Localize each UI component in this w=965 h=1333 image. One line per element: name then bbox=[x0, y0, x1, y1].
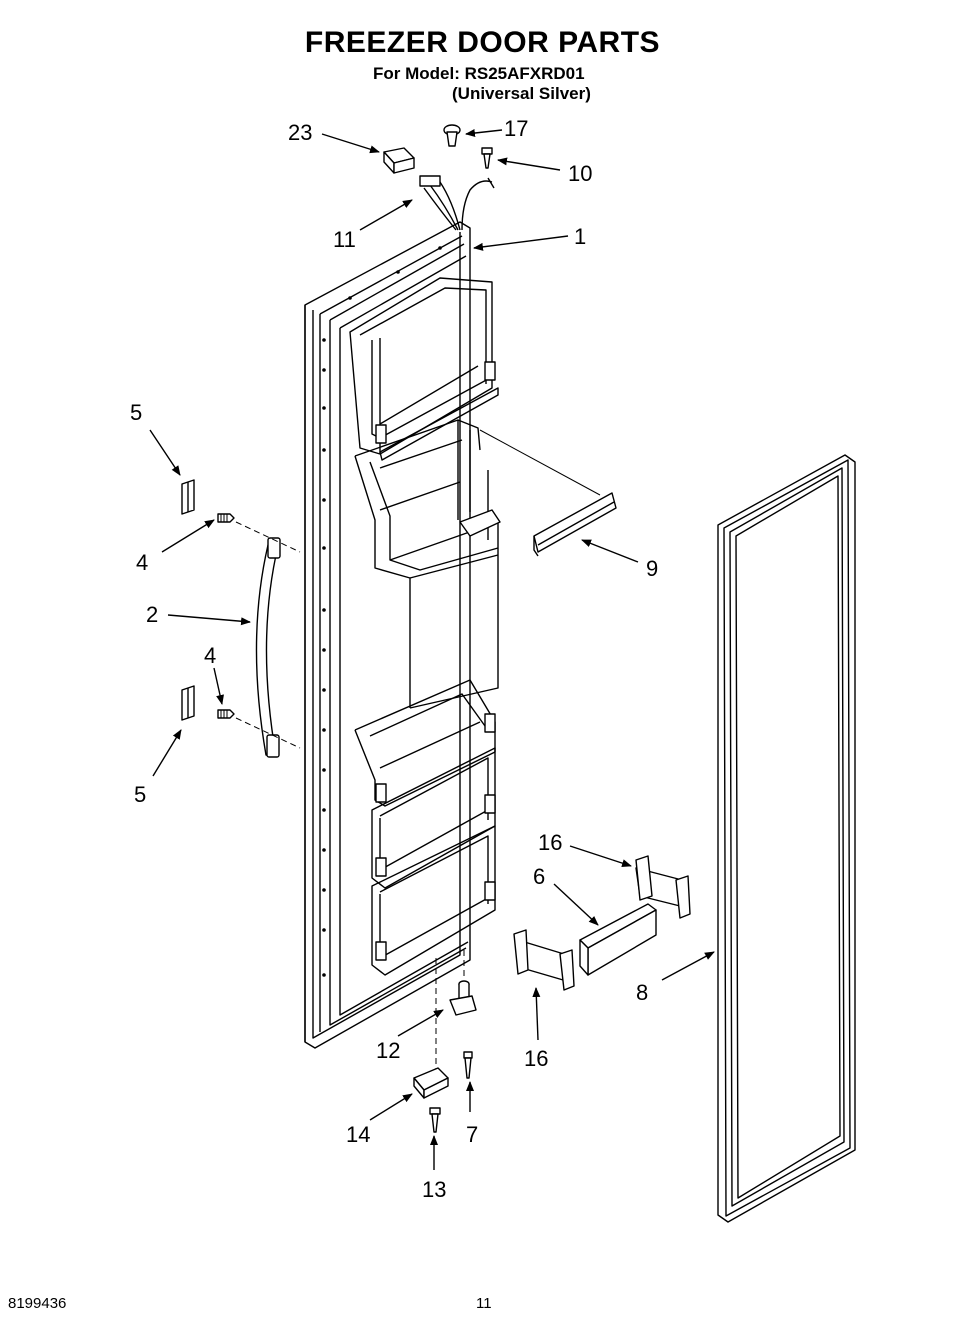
door-gasket bbox=[717, 454, 856, 1223]
dispenser-trim-9 bbox=[479, 429, 617, 557]
hinge-screw-7 bbox=[463, 1051, 473, 1079]
callout-8: 8 bbox=[636, 980, 648, 1005]
door-edge-screws bbox=[322, 246, 442, 977]
hinge-bracket-14 bbox=[413, 1067, 449, 1099]
color-line: (Universal Silver) bbox=[452, 84, 591, 103]
door-handle bbox=[235, 521, 301, 758]
document-number: 8199436 bbox=[8, 1295, 67, 1312]
callout-16-upper: 16 bbox=[538, 830, 562, 855]
callout-12: 12 bbox=[376, 1038, 400, 1063]
callout-7: 7 bbox=[466, 1122, 478, 1147]
page-number: 11 bbox=[476, 1295, 492, 1312]
screw-10 bbox=[481, 147, 493, 169]
dispenser-housing bbox=[354, 419, 501, 709]
callout-6: 6 bbox=[533, 864, 545, 889]
callout-5-lower: 5 bbox=[134, 782, 146, 807]
callout-16-lower: 16 bbox=[524, 1046, 548, 1071]
connector-23 bbox=[383, 147, 415, 174]
door-panel bbox=[304, 221, 501, 1049]
handle-trim-caps bbox=[181, 479, 195, 721]
callout-2: 2 bbox=[146, 602, 158, 627]
light-bulb-17 bbox=[443, 124, 461, 147]
bin-retainer-16-lower bbox=[513, 929, 575, 991]
callout-9: 9 bbox=[646, 556, 658, 581]
callout-14: 14 bbox=[346, 1122, 370, 1147]
callout-11: 11 bbox=[333, 227, 356, 252]
callout-labels: 23 17 10 11 1 5 4 2 4 5 9 16 6 8 16 12 1… bbox=[130, 116, 658, 1202]
hinge-screw-13 bbox=[429, 1107, 441, 1133]
upper-door-bin bbox=[349, 277, 499, 461]
leader-arrows bbox=[149, 129, 715, 1170]
bin-retainer-16-upper bbox=[635, 855, 691, 919]
handle-screws bbox=[217, 513, 235, 719]
shelf-6 bbox=[579, 903, 657, 976]
callout-1: 1 bbox=[574, 224, 586, 249]
model-line: For Model: RS25AFXRD01 bbox=[373, 64, 585, 83]
callout-10: 10 bbox=[568, 161, 592, 186]
callout-13: 13 bbox=[422, 1177, 446, 1202]
callout-4-lower: 4 bbox=[204, 643, 216, 668]
callout-5-upper: 5 bbox=[130, 400, 142, 425]
callout-17: 17 bbox=[504, 116, 528, 141]
wire-harness bbox=[419, 175, 495, 231]
callout-4-upper: 4 bbox=[136, 550, 148, 575]
lower-door-bins bbox=[354, 679, 496, 976]
page-title: FREEZER DOOR PARTS bbox=[304, 26, 661, 59]
callout-23: 23 bbox=[288, 120, 312, 145]
